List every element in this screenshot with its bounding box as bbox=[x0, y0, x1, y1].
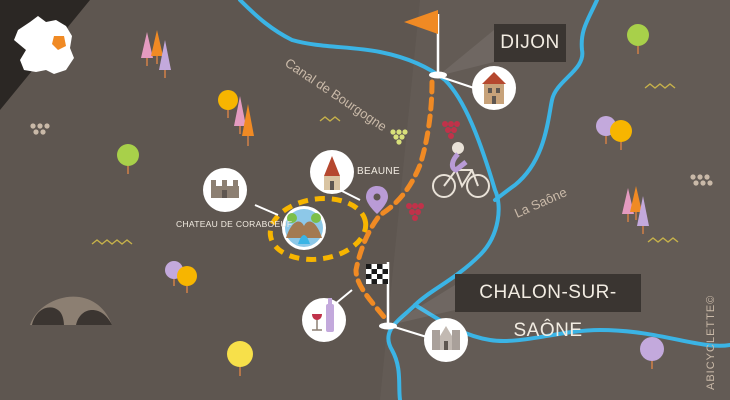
tunnel-icon bbox=[30, 296, 112, 325]
cathedral-icon bbox=[424, 318, 468, 362]
house-icon bbox=[472, 66, 516, 110]
grapes-icon bbox=[406, 121, 460, 221]
finish-city-label: CHALON-SUR-SAÔNE bbox=[455, 274, 641, 341]
start-flag-icon bbox=[404, 10, 447, 79]
start-city-label: DIJON bbox=[494, 24, 566, 62]
france-inset-icon bbox=[14, 16, 74, 74]
church-icon bbox=[310, 150, 354, 194]
gorge-icon bbox=[282, 206, 326, 250]
credit-label: ABICYCLETTE© bbox=[705, 295, 717, 390]
castle-icon bbox=[203, 168, 247, 212]
start-city-name: DIJON bbox=[500, 32, 560, 53]
finish-flag-icon bbox=[366, 262, 397, 330]
location-pin-icon bbox=[366, 186, 388, 214]
finish-city-name: CHALON-SUR-SAÔNE bbox=[479, 282, 617, 341]
chateau-detour-loop bbox=[267, 196, 369, 262]
chateau-label: CHATEAU DE CORABOEUF bbox=[176, 219, 293, 229]
wine-icon bbox=[302, 298, 346, 342]
cyclist-icon bbox=[432, 142, 490, 198]
via-city-label: BEAUNE bbox=[357, 166, 400, 177]
tree-icon bbox=[141, 30, 649, 234]
cycling-route bbox=[353, 79, 435, 321]
